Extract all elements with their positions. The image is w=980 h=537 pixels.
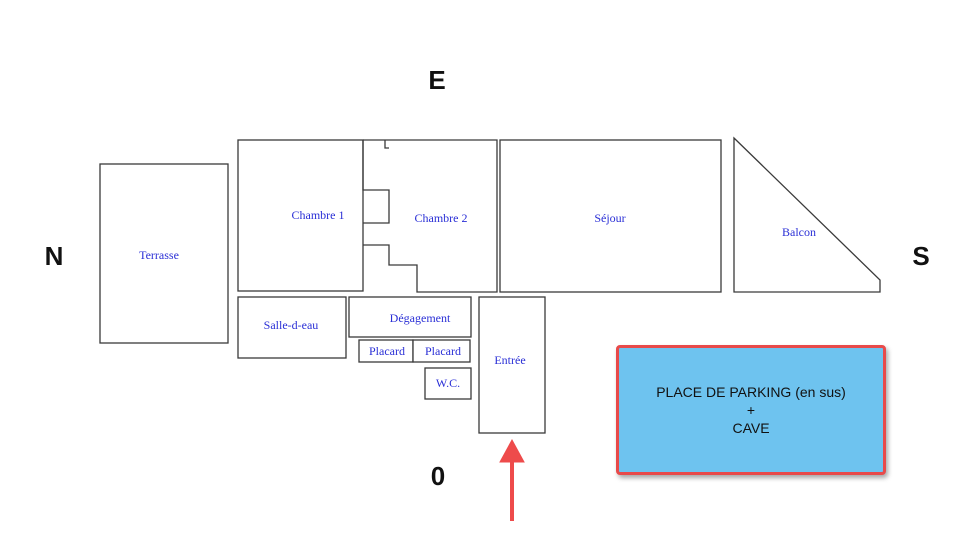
label-sejour: Séjour xyxy=(594,211,625,225)
label-degagement: Dégagement xyxy=(390,311,451,325)
label-wc: W.C. xyxy=(436,376,460,390)
label-balcon: Balcon xyxy=(782,225,816,239)
room-placard-2 xyxy=(412,339,471,363)
room-terrasse xyxy=(99,163,229,344)
parking-line-3: CAVE xyxy=(732,420,770,436)
compass-north: N xyxy=(45,241,64,271)
label-chambre-1: Chambre 1 xyxy=(292,208,345,222)
parking-line-1: PLACE DE PARKING (en sus) xyxy=(656,384,846,400)
room-sejour xyxy=(499,139,722,293)
room-chambre-2 xyxy=(362,139,498,293)
label-chambre-2: Chambre 2 xyxy=(415,211,468,225)
parking-cave-note: PLACE DE PARKING (en sus) + CAVE xyxy=(616,345,886,475)
room-degagement xyxy=(348,296,472,338)
label-entree: Entrée xyxy=(494,353,525,367)
room-wc xyxy=(424,367,472,400)
room-balcon xyxy=(733,136,881,293)
room-entree xyxy=(478,296,546,434)
label-terrasse: Terrasse xyxy=(139,248,179,262)
compass-east: E xyxy=(428,65,445,95)
room-chambre-1 xyxy=(237,139,364,292)
label-salle-d-eau: Salle-d-eau xyxy=(264,318,319,332)
parking-line-2: + xyxy=(746,402,756,418)
compass-south: S xyxy=(912,241,929,271)
label-placard-2: Placard xyxy=(425,344,461,358)
label-placard-1: Placard xyxy=(369,344,405,358)
compass-west: 0 xyxy=(431,461,445,491)
entrance-arrow-icon xyxy=(499,438,525,521)
room-salle-d-eau xyxy=(237,296,347,359)
